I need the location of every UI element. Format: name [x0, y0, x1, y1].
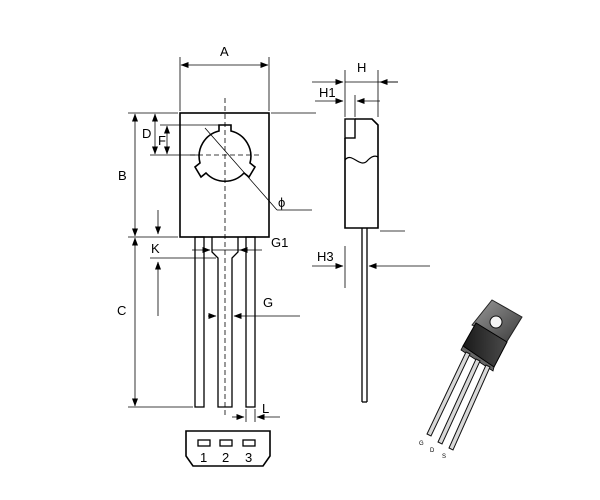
- front-labels: A B C D F K G1 G L ϕ: [117, 44, 288, 416]
- lead-1: [194, 236, 205, 408]
- label-D: D: [142, 126, 151, 141]
- label-H: H: [357, 60, 366, 75]
- pin-number-1: 1: [200, 450, 207, 465]
- 3d-leads: [426, 351, 491, 451]
- front-dimensions: [128, 57, 316, 422]
- side-view: [344, 118, 379, 403]
- package-body: [179, 112, 270, 238]
- label-G: G: [263, 295, 273, 310]
- pin-function-source: S: [442, 454, 446, 460]
- pin-number-2: 2: [222, 450, 229, 465]
- side-body: [344, 118, 379, 229]
- 3d-lead-gate: [426, 351, 471, 437]
- label-L: L: [262, 401, 269, 416]
- label-phi: ϕ: [278, 195, 285, 210]
- label-K: K: [151, 241, 160, 256]
- label-H3: H3: [317, 249, 334, 264]
- label-H1: H1: [319, 85, 336, 100]
- label-C: C: [117, 303, 126, 318]
- pin-number-3: 3: [245, 450, 252, 465]
- label-G1: G1: [271, 235, 288, 250]
- component-3d-illustration: G D S: [419, 299, 523, 460]
- side-dimensions: [312, 70, 430, 288]
- label-A: A: [220, 44, 229, 59]
- 3d-lead-drain: [437, 358, 481, 445]
- front-view: [179, 98, 270, 415]
- mounting-hole: [193, 124, 257, 182]
- front-leads: [194, 236, 256, 408]
- pin-function-gate: G: [419, 441, 424, 447]
- label-B: B: [118, 168, 127, 183]
- pin-pad-3: [242, 439, 256, 447]
- 3d-lead-source: [448, 364, 491, 451]
- pin-function-drain: D: [430, 448, 435, 454]
- bottom-view: 1 2 3: [185, 430, 271, 467]
- label-F: F: [158, 133, 166, 148]
- bottom-view-outline: [185, 430, 271, 467]
- lead-3: [245, 236, 256, 408]
- side-tab: [344, 118, 356, 139]
- pin-pad-2: [219, 439, 233, 447]
- tab-hole: [489, 315, 503, 329]
- lead-2: [211, 237, 239, 408]
- side-break-line: [344, 155, 379, 164]
- side-labels: H H1 H3: [317, 60, 366, 264]
- pin-pad-1: [197, 439, 211, 447]
- phi-leader: [204, 127, 278, 211]
